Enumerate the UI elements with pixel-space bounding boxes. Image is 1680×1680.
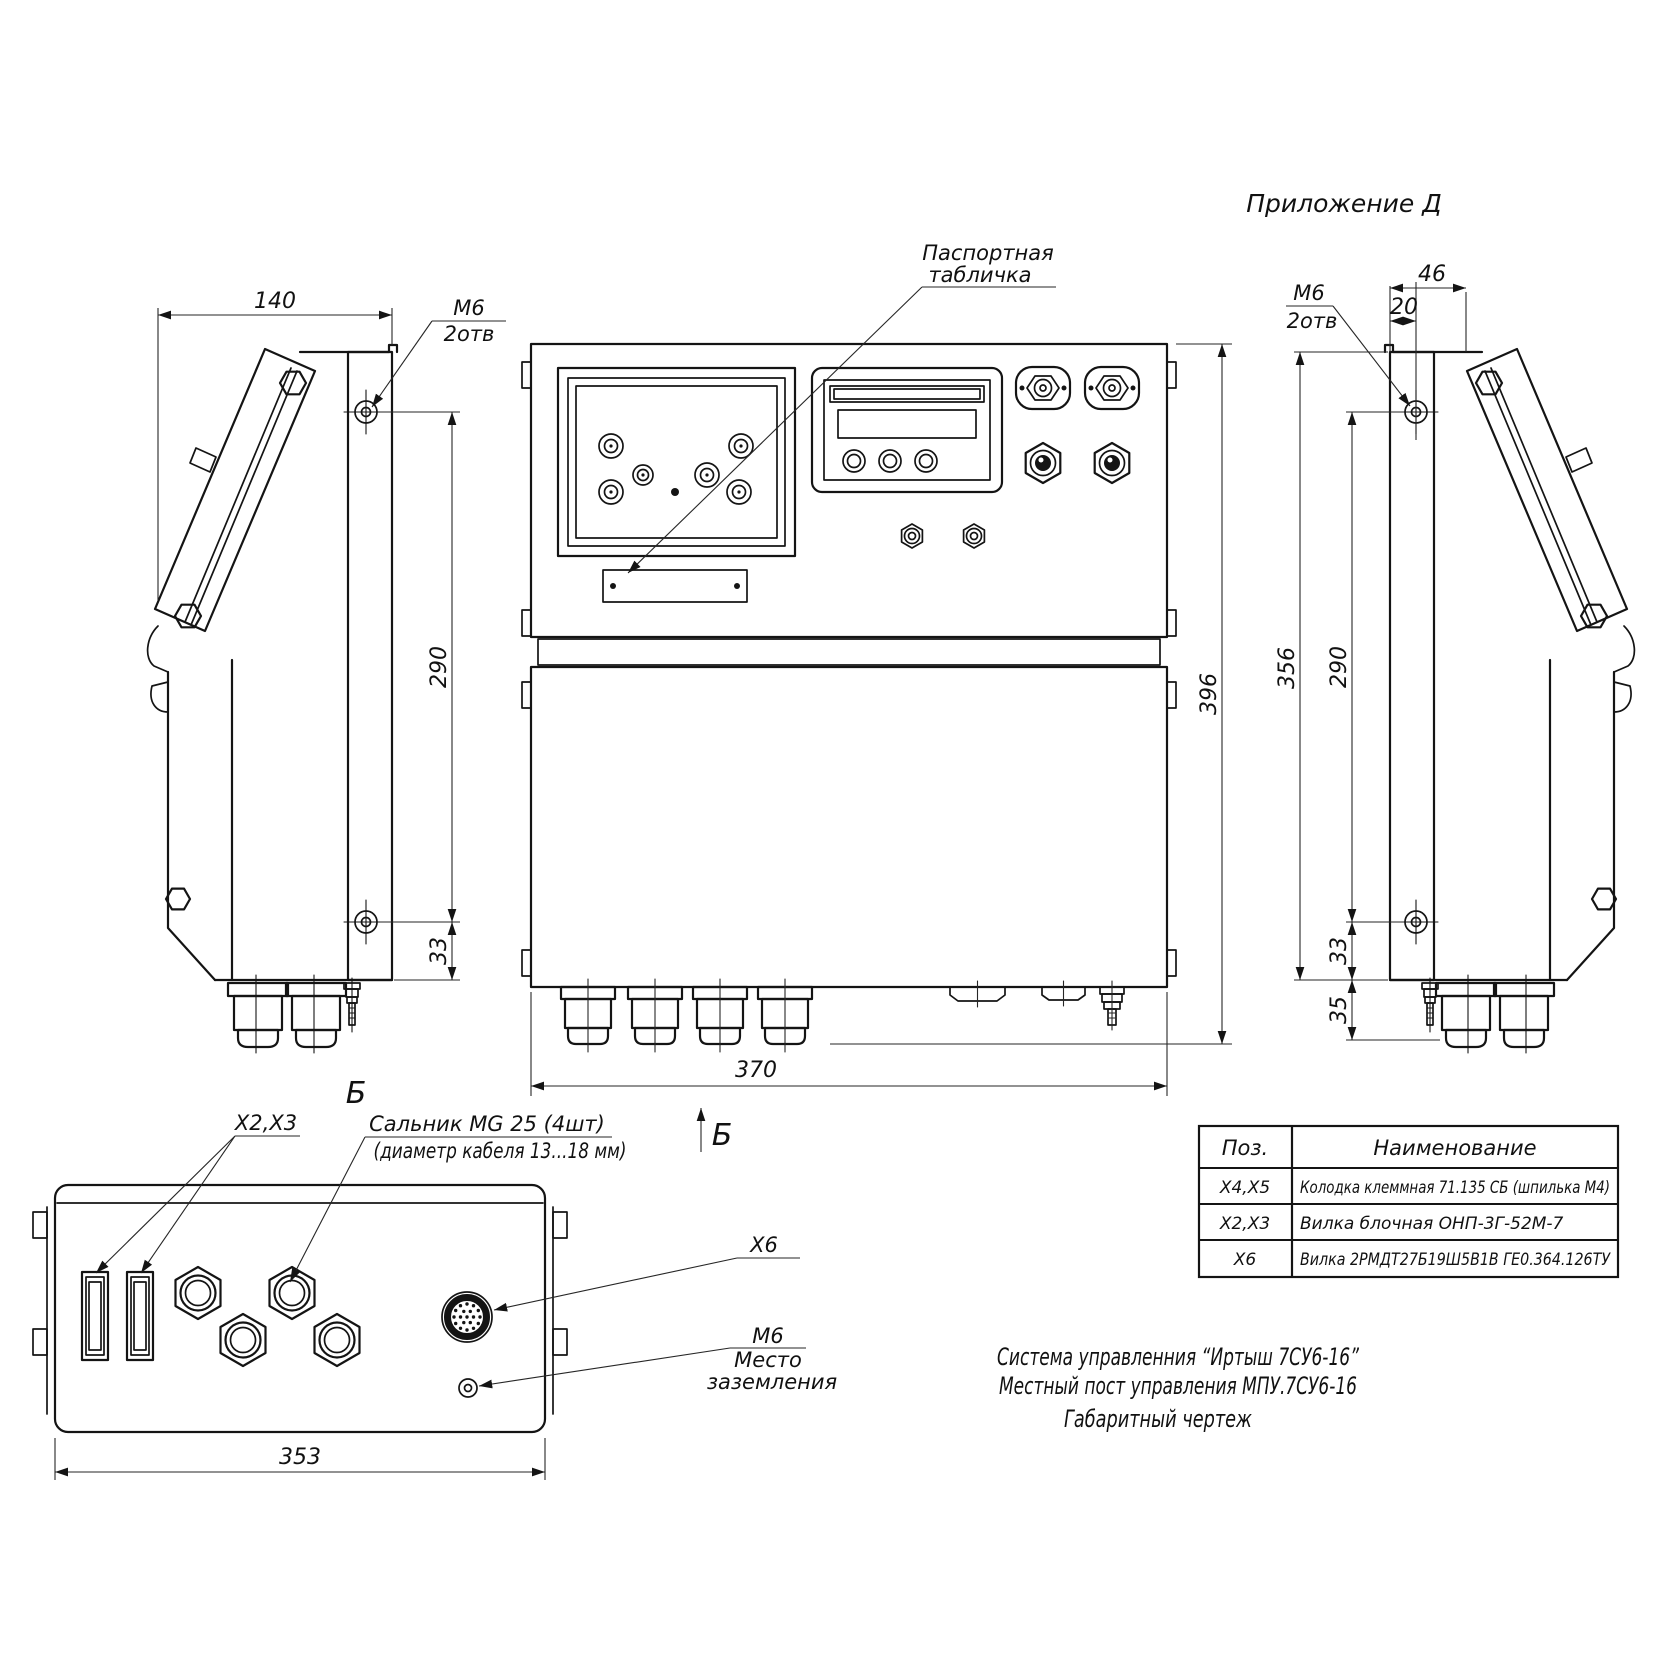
ground-label-line2: Место bbox=[734, 1348, 802, 1372]
control-buttons bbox=[598, 433, 754, 505]
connectors-label: Х2,Х3 bbox=[234, 1111, 297, 1135]
side-profile-mirrored bbox=[1383, 343, 1636, 1055]
ground-thread-label: М6 bbox=[752, 1324, 783, 1348]
gland-label-line2: (диаметр кабеля 13...18 мм) bbox=[374, 1139, 627, 1163]
left-hole-count-label: 2отв bbox=[444, 322, 495, 346]
front-view: 396 370 Паспортная табличка Б bbox=[521, 241, 1232, 1153]
display-module bbox=[810, 366, 1004, 494]
table-header-name: Наименование bbox=[1373, 1136, 1536, 1160]
bottom-enclosure bbox=[32, 1183, 568, 1434]
round-connector-x6 bbox=[441, 1291, 493, 1343]
nameplate-label-line1: Паспортная bbox=[922, 241, 1054, 265]
bottom-bolt-tabs bbox=[32, 1211, 568, 1356]
front-ground-bolt bbox=[1099, 980, 1125, 1031]
indicator-lamps bbox=[1014, 365, 1141, 411]
dim-left-hole-span: 290 bbox=[427, 646, 452, 688]
gland-label-line1: Сальник MG 25 (4шт) bbox=[369, 1112, 605, 1136]
terminal-blocks bbox=[949, 980, 1086, 1008]
table-row-name: Вилка 2РМДТ27Б19Ш5В1В ГЕ0.364.126ТУ bbox=[1300, 1250, 1611, 1270]
view-direction-label: Б bbox=[712, 1118, 733, 1153]
block-connectors-x2-x3 bbox=[80, 1270, 155, 1362]
appendix-title: Приложение Д bbox=[1246, 189, 1442, 218]
dim-front-width: 370 bbox=[735, 1058, 777, 1083]
dim-right-hole-bottom: 33 bbox=[1327, 937, 1352, 965]
dim-right-gland: 35 bbox=[1327, 996, 1352, 1024]
right-hole-count-label: 2отв bbox=[1287, 309, 1338, 333]
bottom-view-title: Б bbox=[346, 1076, 367, 1111]
dim-right-top: 46 bbox=[1418, 262, 1446, 287]
parts-table: Поз. Наименование Х4,Х5 Колодка клеммная… bbox=[1197, 1124, 1620, 1279]
table-row-name: Колодка клеммная 71.135 СБ (шпилька М4) bbox=[1300, 1178, 1610, 1198]
dim-left-width: 140 bbox=[254, 289, 296, 314]
lcd-screen bbox=[837, 409, 977, 439]
table-row-pos: Х2,Х3 bbox=[1219, 1214, 1270, 1234]
grounding-point bbox=[458, 1378, 478, 1398]
table-header-pos: Поз. bbox=[1222, 1136, 1268, 1160]
front-door bbox=[529, 342, 1169, 639]
left-hole-thread-label: М6 bbox=[453, 296, 484, 320]
dim-left-hole-bottom: 33 bbox=[427, 937, 452, 965]
title-line1: Система управленния “Иртыш 7СУ6-16” bbox=[997, 1343, 1359, 1371]
ground-label-line3: заземления bbox=[707, 1370, 837, 1394]
title-line3: Габаритный чертеж bbox=[1064, 1405, 1252, 1433]
dim-front-height: 396 bbox=[1197, 673, 1222, 715]
title-line2: Местный пост управления МПУ.7СУ6-16 bbox=[999, 1372, 1357, 1400]
door-body-seam bbox=[537, 638, 1161, 666]
side-bolt-tabs bbox=[521, 361, 1177, 977]
title-block: Система управленния “Иртыш 7СУ6-16” Мест… bbox=[997, 1343, 1359, 1433]
right-hole-thread-label: М6 bbox=[1293, 281, 1324, 305]
control-window-frame bbox=[556, 366, 797, 558]
bottom-view-dimension-lines bbox=[54, 1135, 806, 1480]
cable-glands-mg25 bbox=[174, 1265, 361, 1368]
side-profile bbox=[146, 343, 399, 1055]
table-row-name: Вилка блочная ОНП-3Г-52М-7 bbox=[1300, 1214, 1564, 1234]
left-view-dimension-lines bbox=[157, 308, 506, 981]
front-bottom-glands bbox=[559, 978, 814, 1053]
table-row-pos: Х4,Х5 bbox=[1219, 1178, 1270, 1198]
front-enclosure bbox=[521, 342, 1177, 1053]
hex-fittings bbox=[900, 523, 986, 549]
left-side-view: 140 290 33 М6 2отв bbox=[146, 289, 506, 1055]
front-body bbox=[529, 665, 1169, 989]
nameplate bbox=[602, 569, 748, 603]
table-row-pos: Х6 bbox=[1233, 1250, 1257, 1270]
front-view-dimension-lines bbox=[530, 286, 1232, 1152]
nameplate-label-line2: табличка bbox=[928, 263, 1031, 287]
dim-bottom-width: 353 bbox=[279, 1445, 321, 1470]
dim-right-hole-span: 290 bbox=[1327, 646, 1352, 688]
dim-right-height: 356 bbox=[1275, 647, 1300, 689]
x6-label: Х6 bbox=[749, 1233, 778, 1257]
right-side-view: 46 20 356 290 33 35 М6 2отв bbox=[1275, 262, 1636, 1055]
right-view-dimension-lines bbox=[1286, 282, 1467, 1041]
dim-right-hole-offset: 20 bbox=[1390, 295, 1418, 320]
toggle-switches bbox=[1024, 441, 1131, 485]
bottom-view: Б Х2,Х3 Сальник MG 25 (4шт) (диаметр каб… bbox=[32, 1076, 837, 1480]
